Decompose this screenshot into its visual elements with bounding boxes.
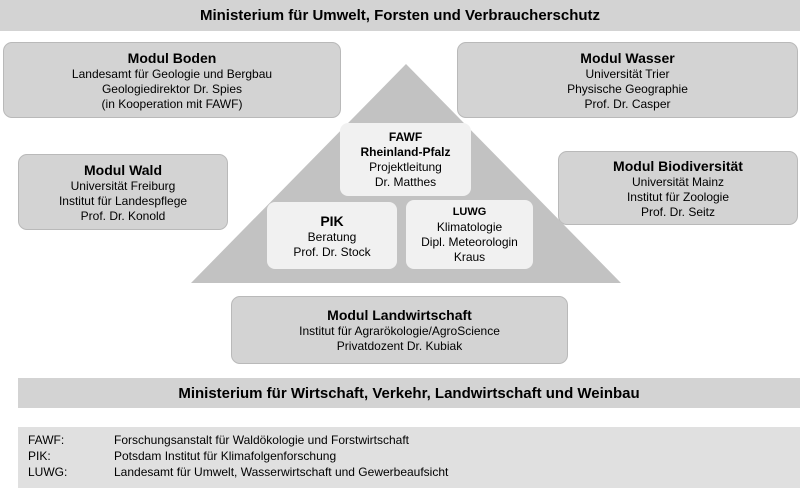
module-wasser: Modul Wasser Universität Trier Physische… [457,42,798,118]
module-wald: Modul Wald Universität Freiburg Institut… [18,154,228,230]
center-luwg-line: Dipl. Meteorologin [421,234,518,249]
module-biodiversitaet-line: Prof. Dr. Seitz [640,204,716,219]
legend-text: Landesamt für Umwelt, Wasserwirtschaft u… [114,465,449,479]
center-pik: PIK Beratung Prof. Dr. Stock [267,202,397,269]
center-luwg-line: Klimatologie [436,219,503,234]
center-luwg-title: LUWG [452,205,487,218]
center-fawf-subtitle: Rheinland-Pfalz [360,144,451,159]
module-boden-line: Landesamt für Geologie und Bergbau [71,66,273,81]
legend-abbr: LUWG: [28,465,68,479]
center-pik-line: Beratung [307,229,357,244]
module-wasser-line: Physische Geographie [567,81,688,96]
module-boden-title: Modul Boden [127,49,217,66]
module-wasser-line: Prof. Dr. Casper [584,96,671,111]
center-fawf-line: Dr. Matthes [374,174,437,189]
legend-abbr: PIK: [28,449,51,463]
module-wald-line: Prof. Dr. Konold [80,208,166,223]
legend-row: FAWF: Forschungsanstalt für Waldökologie… [28,432,800,448]
center-pik-title: PIK [320,212,344,229]
legend-abbr: FAWF: [28,433,65,447]
center-fawf: FAWF Rheinland-Pfalz Projektleitung Dr. … [340,123,471,196]
module-wald-title: Modul Wald [83,161,163,178]
abbreviation-legend: FAWF: Forschungsanstalt für Waldökologie… [18,427,800,488]
module-boden-line: Geologiedirektor Dr. Spies [101,81,243,96]
module-biodiversitaet-line: Universität Mainz [631,174,725,189]
module-boden-line: (in Kooperation mit FAWF) [101,96,243,111]
module-boden: Modul Boden Landesamt für Geologie und B… [3,42,341,118]
module-landwirtschaft-title: Modul Landwirtschaft [327,307,472,323]
module-landwirtschaft-line: Privatdozent Dr. Kubiak [336,339,463,353]
ministry-bottom-label: Ministerium für Wirtschaft, Verkehr, Lan… [178,384,640,402]
center-luwg-line: Kraus [453,249,486,264]
module-wald-line: Universität Freiburg [70,178,176,193]
module-biodiversitaet-line: Institut für Zoologie [626,189,730,204]
center-fawf-line: Projektleitung [369,159,442,174]
legend-text: Forschungsanstalt für Waldökologie und F… [114,433,410,447]
module-wasser-title: Modul Wasser [580,49,675,66]
module-landwirtschaft-line: Institut für Agrarökologie/AgroScience [299,324,500,338]
ministry-top-banner: Ministerium für Umwelt, Forsten und Verb… [0,0,800,31]
center-fawf-title: FAWF [388,129,423,144]
module-landwirtschaft: Modul Landwirtschaft Institut für Agrarö… [231,296,568,364]
ministry-bottom-banner: Ministerium für Wirtschaft, Verkehr, Lan… [18,378,800,408]
legend-text: Potsdam Institut für Klimafolgenforschun… [114,449,337,463]
module-biodiversitaet: Modul Biodiversität Universität Mainz In… [558,151,798,225]
ministry-top-label: Ministerium für Umwelt, Forsten und Verb… [199,7,601,24]
legend-row: PIK: Potsdam Institut für Klimafolgenfor… [28,448,800,464]
module-wasser-line: Universität Trier [585,66,670,81]
module-biodiversitaet-title: Modul Biodiversität [613,157,743,174]
module-wald-line: Institut für Landespflege [58,193,188,208]
center-pik-line: Prof. Dr. Stock [293,244,371,259]
center-luwg: LUWG Klimatologie Dipl. Meteorologin Kra… [406,200,533,269]
legend-row: LUWG: Landesamt für Umwelt, Wasserwirtsc… [28,464,800,480]
